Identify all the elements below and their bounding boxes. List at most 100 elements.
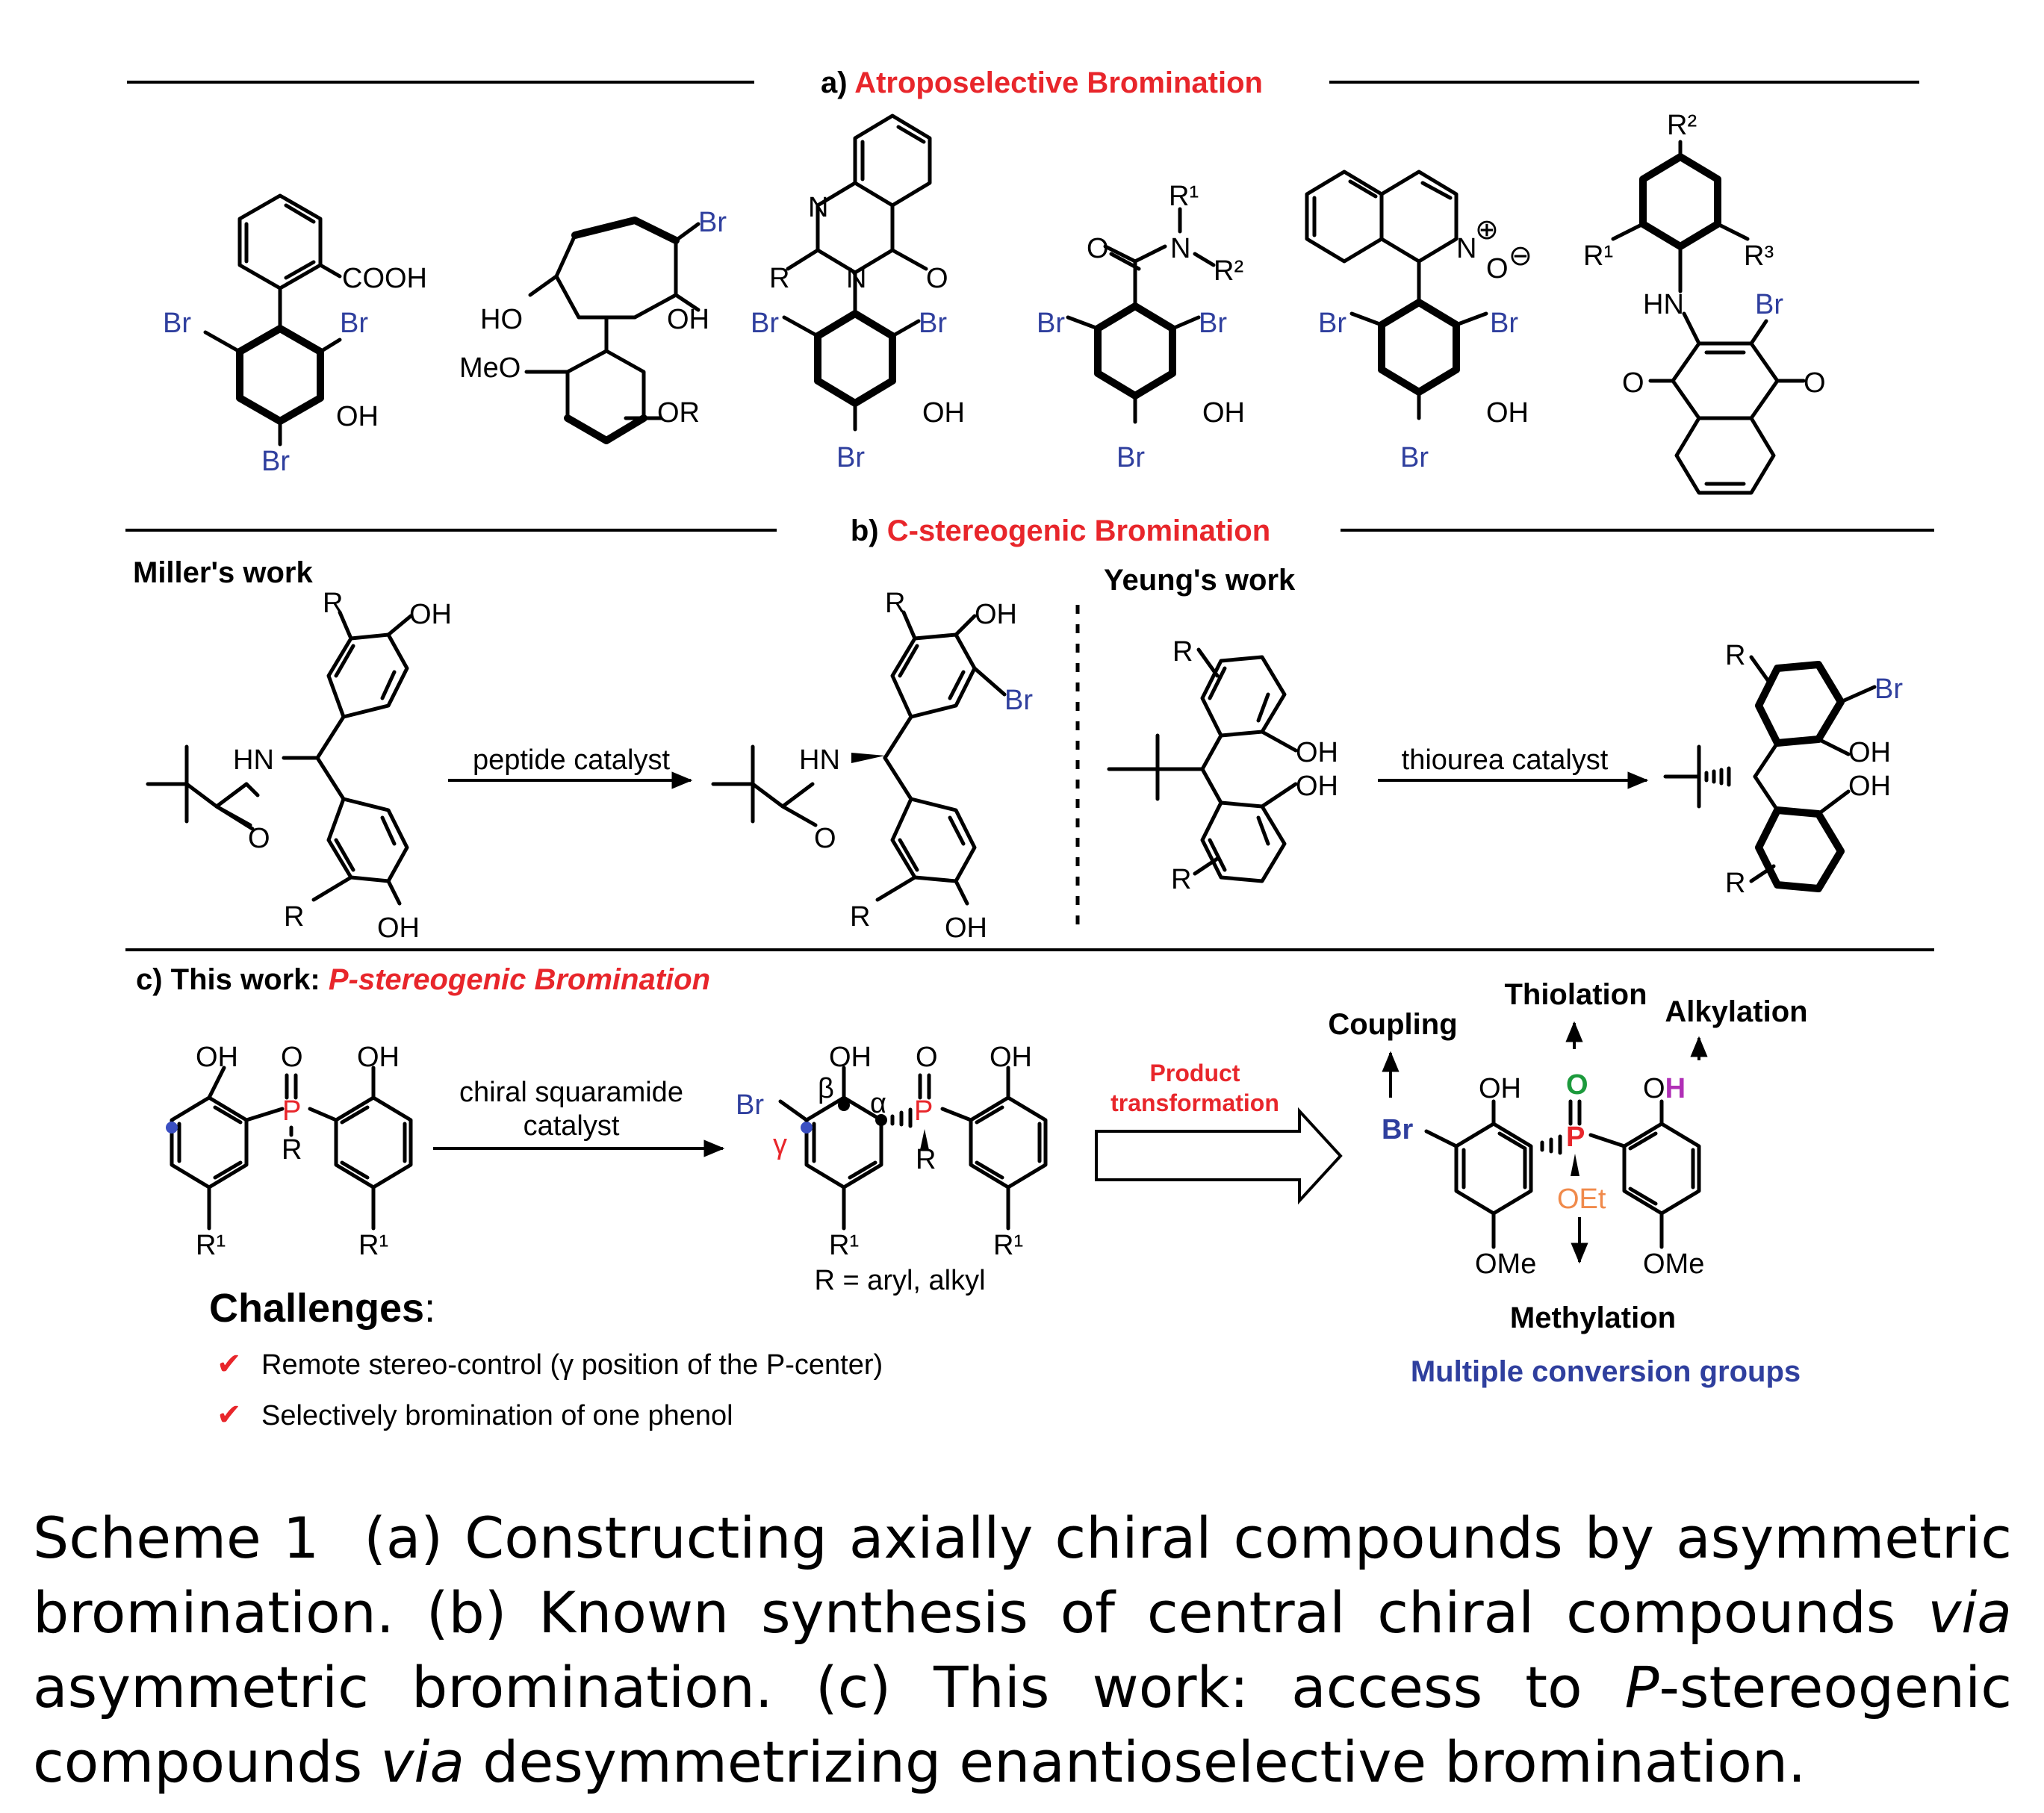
o-label: O: [926, 263, 948, 294]
br-label: Br: [751, 308, 779, 339]
bond: [1066, 315, 1100, 331]
bond: [954, 614, 977, 637]
ring: [1379, 170, 1459, 264]
bond: [318, 263, 342, 279]
plus-charge: ⊕: [1475, 214, 1499, 246]
beta-carbon: [838, 1099, 850, 1111]
r2-label: R²: [1214, 255, 1243, 287]
caption-scheme-label: Scheme 1: [33, 1505, 320, 1571]
check-icon: ✔: [217, 1399, 242, 1431]
bond: [1749, 319, 1768, 346]
bond: [1193, 252, 1216, 267]
caption-part-4: desymmetrizing enantioselective brominat…: [465, 1729, 1807, 1795]
catalyst-line-2: catalyst: [524, 1110, 620, 1142]
ring-bold: [564, 414, 647, 444]
br-label: Br: [1318, 308, 1346, 339]
br-label: Br: [1004, 685, 1033, 716]
o-label: O: [1486, 253, 1509, 284]
bond: [782, 315, 820, 338]
n-label: N: [808, 192, 828, 223]
tbu: [1107, 733, 1205, 801]
bond: [207, 1066, 226, 1100]
miller-product: R OH Br HN O R OH: [711, 588, 1033, 944]
h-part: H: [1665, 1073, 1686, 1104]
r-label: R: [916, 1144, 936, 1175]
bond: [315, 715, 346, 760]
wedge: [1571, 1154, 1579, 1176]
bond: [308, 1107, 338, 1122]
p-label: P: [1566, 1122, 1585, 1153]
br-label: Br: [340, 308, 368, 339]
structure-a1: COOH Br Br OH Br: [163, 193, 427, 477]
bond: [1170, 315, 1201, 331]
bond: [244, 782, 260, 797]
peptide-catalyst-label: peptide catalyst: [473, 744, 670, 776]
ring: [334, 1095, 413, 1190]
br-label: Br: [1400, 442, 1429, 473]
r-label: R: [769, 263, 789, 294]
br-label: Br: [1490, 308, 1518, 339]
oh-label: OH: [1486, 397, 1529, 429]
oh-label: OH: [922, 397, 965, 429]
yeung-product: R Br OH OH R: [1663, 640, 1903, 899]
br-label: Br: [1037, 308, 1065, 339]
gamma-label: γ: [773, 1129, 787, 1160]
structure-a2: Br HO OH MeO OR: [459, 207, 727, 444]
bond: [1200, 733, 1223, 771]
tbu: [711, 744, 815, 824]
bond: [528, 274, 559, 297]
o-label: O: [1804, 367, 1826, 399]
catalyst-line-1: chiral squaramide: [459, 1077, 683, 1108]
ring: [1454, 1122, 1533, 1216]
bond: [1260, 782, 1298, 809]
transformation-product: Br OH O P OEt OH OMe OMe Coupling Thiola…: [1328, 978, 1807, 1388]
ring-bold: [1378, 299, 1460, 396]
bond: [244, 823, 255, 831]
bond: [954, 879, 969, 906]
hashed-bond: [890, 1107, 913, 1128]
oh-label: OH: [1202, 397, 1245, 429]
bond: [1260, 730, 1298, 753]
ring: [554, 233, 678, 320]
r-label: R: [282, 1134, 302, 1166]
wedge: [851, 753, 885, 763]
or-label: OR: [657, 397, 700, 429]
gamma-carbon: [801, 1122, 813, 1133]
alpha-carbon: [875, 1114, 887, 1126]
c-product: OH O OH Br β α γ P R R¹ R¹ R = aryl, alk…: [736, 1042, 1048, 1296]
reactive-site: [166, 1122, 178, 1133]
structure-a5: N ⊕ O ⊖ Br Br OH Br: [1305, 170, 1532, 473]
bond: [875, 875, 917, 902]
br-label: Br: [1199, 308, 1227, 339]
caption-via-2: via: [380, 1729, 465, 1795]
bond: [1682, 311, 1701, 346]
challenges-colon: :: [424, 1286, 435, 1331]
o-label: O: [248, 823, 270, 854]
r1-label: R¹: [993, 1230, 1023, 1261]
oh-label: OH: [1296, 771, 1338, 802]
bond: [244, 1107, 285, 1122]
challenges-title-text: Challenges: [209, 1286, 424, 1331]
section-b: b) C-stereogenic Bromination Miller's wo…: [125, 514, 1934, 944]
bond: [1611, 222, 1645, 241]
caption-part-2: asymmetric bromination. (c) This work: a…: [33, 1654, 1625, 1720]
br-label: Br: [836, 442, 865, 473]
ring: [326, 632, 409, 719]
bond: [674, 222, 701, 243]
wedge: [920, 1129, 929, 1150]
o-part: O: [1643, 1073, 1665, 1104]
br-label: Br: [1755, 289, 1783, 320]
product-transformation-arrow: [1095, 1107, 1343, 1205]
section-b-title: C-stereogenic Bromination: [887, 514, 1270, 547]
bond: [674, 293, 701, 312]
ring-bold: [1094, 302, 1176, 399]
section-c-title: P-stereogenic Bromination: [329, 963, 710, 996]
bond: [1588, 1133, 1627, 1148]
hn-label: HN: [1643, 289, 1684, 320]
miller-work-label: Miller's work: [133, 556, 313, 589]
bond: [1200, 767, 1223, 805]
meo-label: MeO: [459, 352, 521, 384]
tbu: [1663, 744, 1701, 809]
hashed-bond: [1540, 1134, 1562, 1155]
bond: [972, 666, 1007, 697]
